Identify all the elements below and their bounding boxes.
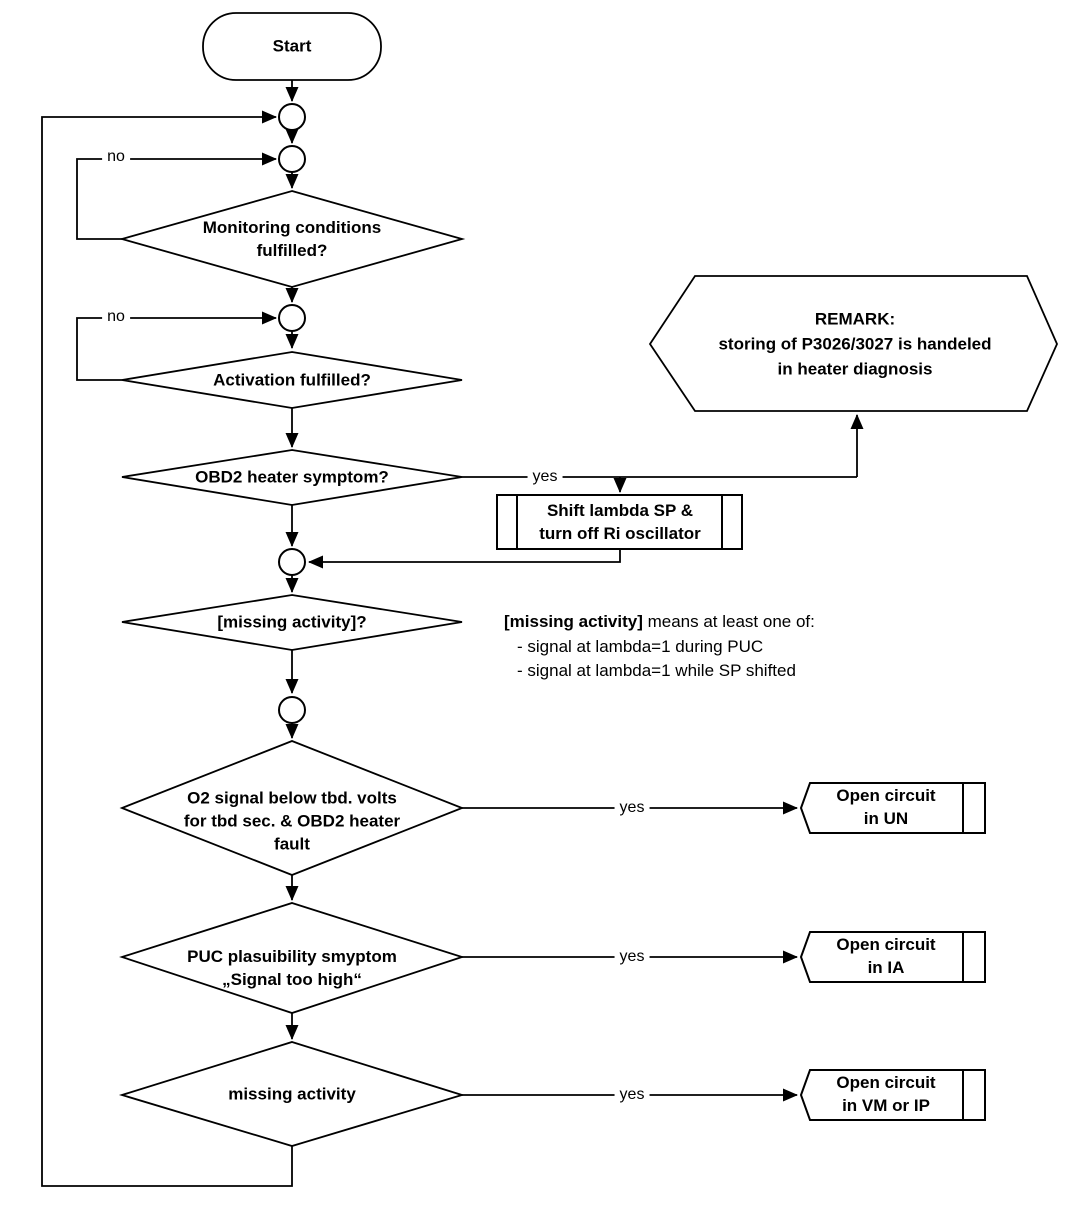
no-label-activation: no	[102, 308, 130, 326]
start-label: Start	[272, 36, 312, 56]
decision-missing-q-label: [missing activity]?	[217, 612, 367, 632]
junction-1	[278, 103, 306, 131]
annotation-term: [missing activity]	[504, 612, 643, 631]
decision-o2-label: O2 signal below tbd. volts for tbd sec. …	[183, 788, 401, 854]
edge-activation-no-loop	[76, 311, 277, 381]
decision-activation-label: Activation fulfilled?	[213, 370, 371, 390]
junction-3	[278, 304, 306, 332]
decision-puc-label: PUC plasuibility smyptom „Signal too hig…	[187, 947, 397, 989]
yes-label-o2: yes	[614, 799, 650, 817]
annotation-item-2: - signal at lambda=1 while SP shifted	[517, 661, 796, 680]
decision-obd2-label: OBD2 heater symptom?	[195, 467, 389, 487]
process-shift-label: Shift lambda SP & turn off Ri oscillator	[539, 501, 701, 543]
output-vm-ip-label: Open circuit in VM or IP	[836, 1073, 936, 1115]
decision-monitoring-label: Monitoring conditions fulfilled?	[202, 218, 382, 260]
remark-hexagon	[648, 275, 1058, 412]
junction-2	[278, 145, 306, 173]
yes-label-puc: yes	[614, 948, 650, 966]
annotation-line-1: [missing activity] means at least one of…	[504, 612, 815, 632]
output-ia-label: Open circuit in IA	[836, 935, 936, 977]
junction-5	[278, 696, 306, 724]
remark-label: REMARK: storing of P3026/3027 is handele…	[718, 309, 992, 379]
yes-label-obd2: yes	[527, 468, 563, 486]
decision-missing-label: missing activity	[228, 1084, 356, 1104]
output-open-circuit-ia	[799, 931, 986, 983]
junction-4	[278, 548, 306, 576]
output-un-label: Open circuit in UN	[836, 786, 936, 828]
output-open-circuit-un	[799, 782, 986, 834]
output-open-circuit-vm-ip	[799, 1069, 986, 1121]
yes-label-missing: yes	[614, 1086, 650, 1104]
edge-monitoring-no-loop	[76, 152, 277, 240]
annotation-item-1: - signal at lambda=1 during PUC	[517, 637, 764, 656]
annotation-rest: means at least one of:	[642, 612, 815, 631]
edge-return-loop	[41, 110, 293, 1187]
no-label-monitoring: no	[102, 148, 130, 166]
edge-shift-to-junction4	[308, 549, 621, 569]
